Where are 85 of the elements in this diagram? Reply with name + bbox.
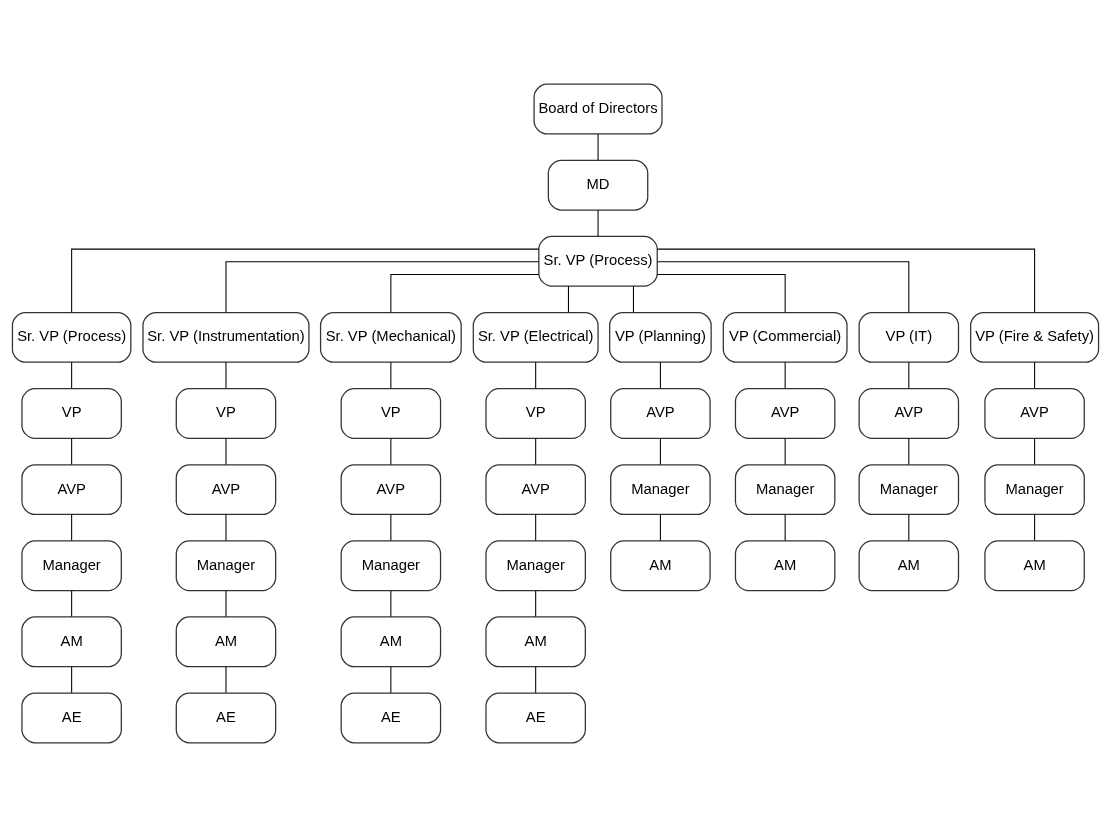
node-box: AVP — [610, 388, 711, 439]
connector — [225, 514, 227, 541]
connector — [225, 261, 540, 313]
node-box: VP (Commercial) — [722, 311, 848, 363]
connector — [390, 590, 392, 618]
node-box: AVP — [21, 464, 122, 516]
node-box: Sr. VP (Process) — [538, 235, 658, 287]
node-box: AM — [485, 616, 586, 668]
node-box: VP — [175, 388, 277, 439]
node-box: Manager — [610, 464, 711, 516]
connector — [1034, 361, 1036, 389]
connector — [632, 285, 634, 313]
node-box: Manager — [485, 540, 586, 592]
node-box: Manager — [858, 464, 960, 516]
connector — [597, 209, 599, 237]
connector — [908, 361, 910, 389]
connector — [535, 437, 537, 465]
node-box: AM — [984, 540, 1085, 592]
node-box: AVP — [175, 464, 277, 516]
connector — [1034, 514, 1036, 541]
connector — [390, 666, 392, 694]
node-box: AM — [610, 540, 711, 592]
connector — [71, 248, 540, 313]
node-box: Manager — [21, 540, 122, 592]
node-box: AVP — [858, 388, 960, 439]
connector — [71, 437, 73, 465]
node-box: AE — [340, 692, 442, 744]
node-box: VP (IT) — [858, 311, 960, 363]
connector — [659, 361, 661, 389]
connector — [659, 437, 661, 465]
node-box: Manager — [340, 540, 442, 592]
connector — [908, 514, 910, 541]
connector — [535, 361, 537, 389]
node-box: MD — [547, 159, 649, 211]
node-box: VP (Fire & Safety) — [970, 311, 1100, 363]
connector — [656, 273, 786, 314]
node-box: VP — [21, 388, 122, 439]
connector — [225, 437, 227, 465]
node-box: AVP — [984, 388, 1085, 439]
node-box: Manager — [175, 540, 277, 592]
node-box: AVP — [734, 388, 836, 439]
connector — [535, 590, 537, 618]
node-box: VP (Planning) — [609, 311, 712, 363]
node-box: Sr. VP (Electrical) — [472, 311, 599, 363]
connector — [390, 514, 392, 541]
connector — [225, 666, 227, 694]
connector — [71, 361, 73, 389]
node-box: VP — [340, 388, 442, 439]
connector — [659, 514, 661, 541]
node-box: AE — [175, 692, 277, 744]
node-box: AM — [340, 616, 442, 668]
connector — [784, 361, 786, 389]
node-box: Manager — [734, 464, 836, 516]
connector — [1034, 437, 1036, 465]
node-box: AVP — [340, 464, 442, 516]
connector — [390, 273, 540, 314]
connector — [567, 285, 569, 313]
node-box: VP — [485, 388, 586, 439]
connector — [390, 361, 392, 389]
node-box: Board of Directors — [533, 83, 663, 135]
node-box: AVP — [485, 464, 586, 516]
node-box: Manager — [984, 464, 1085, 516]
connector — [784, 514, 786, 541]
connector — [390, 437, 392, 465]
connector — [657, 261, 910, 313]
connector — [908, 437, 910, 465]
connector — [71, 514, 73, 541]
node-box: AE — [21, 692, 122, 744]
connector — [597, 133, 599, 161]
node-box: AE — [485, 692, 586, 744]
node-box: AM — [734, 540, 836, 592]
connector — [656, 248, 1036, 313]
node-box: AM — [21, 616, 122, 668]
connector — [225, 361, 227, 389]
connector — [784, 437, 786, 465]
connector — [535, 666, 537, 694]
node-box: AM — [175, 616, 277, 668]
connector — [71, 590, 73, 618]
node-box: AM — [858, 540, 960, 592]
node-box: Sr. VP (Mechanical) — [319, 311, 462, 363]
connector — [535, 514, 537, 541]
node-box: Sr. VP (Process) — [11, 311, 132, 363]
node-box: Sr. VP (Instrumentation) — [142, 311, 310, 363]
connector — [225, 590, 227, 618]
connector — [71, 666, 73, 694]
